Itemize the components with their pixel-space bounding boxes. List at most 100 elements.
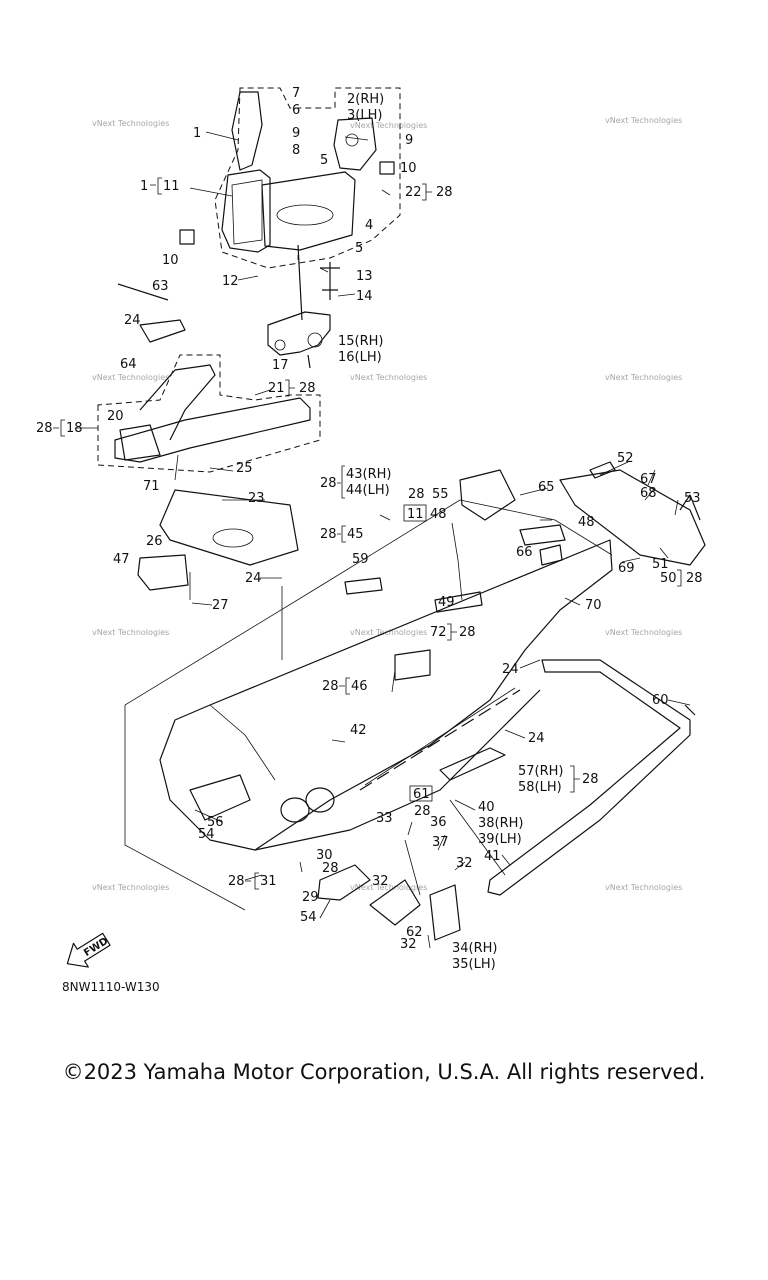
ref-label: 28 (414, 804, 431, 819)
fwd-label: FWD (82, 936, 110, 959)
callout-65: 65 (538, 480, 555, 495)
head-assembly (179, 87, 401, 321)
watermark: vNext Technologies (350, 628, 427, 637)
watermark: vNext Technologies (605, 883, 682, 892)
callout-41: 41 (484, 849, 501, 864)
callout-8: 8 (292, 143, 300, 158)
watermark: vNext Technologies (605, 628, 682, 637)
callout-36: 36 (430, 815, 447, 830)
ref-label: 28 (436, 185, 453, 200)
callout-9: 9 (405, 133, 413, 148)
callouts: 1 2(RH) 3(LH) 4 5 5 6 7 8 9 9 10 10 12 1… (107, 86, 701, 972)
callout-59: 59 (352, 552, 369, 567)
ref-label: 28 (459, 625, 476, 640)
leader-lines (75, 131, 691, 949)
callout-51: 51 (652, 557, 669, 572)
callout-55: 55 (432, 487, 449, 502)
callout-2: 2(RH) (347, 92, 384, 107)
callout-32: 32 (456, 856, 473, 871)
callout-64: 64 (120, 357, 137, 372)
bracket-callouts: 1 11 22 28 21 28 28 18 28 28 45 28 11 72… (36, 177, 703, 890)
callout-43: 43(RH) (346, 467, 392, 482)
callout-12: 12 (222, 274, 239, 289)
ref-label: 28 (322, 861, 339, 876)
callout-24: 24 (245, 571, 262, 586)
callout-52: 52 (617, 451, 634, 466)
fwd-arrow-icon: FWD (66, 932, 111, 968)
callout-10: 10 (400, 161, 417, 176)
ref-label: 28 (320, 527, 337, 542)
callout-6: 6 (292, 103, 300, 118)
callout-67: 67 (640, 472, 657, 487)
rear-section (459, 461, 706, 566)
callout-13: 13 (356, 269, 373, 284)
callout-60: 60 (652, 693, 669, 708)
copyright-notice: ©2023 Yamaha Motor Corporation, U.S.A. A… (62, 1060, 706, 1084)
callout-57: 57(RH) (518, 764, 564, 779)
callout-24: 24 (124, 313, 141, 328)
ref-label: 28 (322, 679, 339, 694)
callout-33: 33 (376, 811, 393, 826)
footrest-parts (317, 799, 506, 941)
callout-7: 7 (292, 86, 300, 101)
callout-39: 39(LH) (478, 832, 522, 847)
callout-68: 68 (640, 486, 657, 501)
callout-10: 10 (162, 253, 179, 268)
callout-32: 32 (400, 937, 417, 952)
callout-23: 23 (248, 491, 265, 506)
callout-63: 63 (152, 279, 169, 294)
figure-code: 8NW1110-W130 (62, 980, 160, 994)
callout-5: 5 (355, 241, 363, 256)
ref-label: 11 (407, 507, 424, 522)
callout-35: 35(LH) (452, 957, 496, 972)
watermark: vNext Technologies (350, 121, 427, 130)
ref-label: 72 (430, 625, 447, 640)
watermark: vNext Technologies (350, 883, 427, 892)
ref-label: 22 (405, 185, 422, 200)
watermark: vNext Technologies (92, 119, 169, 128)
callout-25: 25 (236, 461, 253, 476)
callout-48: 48 (578, 515, 595, 530)
callout-37: 37 (432, 835, 449, 850)
watermark: vNext Technologies (605, 116, 682, 125)
ref-label: 28 (299, 381, 316, 396)
watermark: vNext Technologies (350, 373, 427, 382)
callout-29: 29 (302, 890, 319, 905)
callout-40: 40 (478, 800, 495, 815)
callout-3: 3(LH) (347, 108, 382, 123)
callout-16: 16(LH) (338, 350, 382, 365)
ref-label: 61 (413, 787, 430, 802)
parts-diagram: vNext Technologies vNext Technologies vN… (36, 86, 706, 972)
callout-56: 56 (207, 815, 224, 830)
ref-label: 45 (347, 527, 364, 542)
ref-label: 50 (660, 571, 677, 586)
callout-42: 42 (350, 723, 367, 738)
callout-26: 26 (146, 534, 163, 549)
callout-49: 49 (438, 595, 455, 610)
callout-66: 66 (516, 545, 533, 560)
callout-53: 53 (684, 491, 701, 506)
ref-label: 18 (66, 421, 83, 436)
watermark: vNext Technologies (92, 883, 169, 892)
ref-label: 28 (320, 476, 337, 491)
callout-24: 24 (502, 662, 519, 677)
bumper-rail (487, 659, 696, 896)
ref-label: 28 (686, 571, 703, 586)
callout-14: 14 (356, 289, 373, 304)
watermark: vNext Technologies (605, 373, 682, 382)
callout-54: 54 (300, 910, 317, 925)
callout-47: 47 (113, 552, 130, 567)
callout-17: 17 (272, 358, 289, 373)
ref-label: 11 (163, 179, 180, 194)
callout-44: 44(LH) (346, 483, 390, 498)
callout-20: 20 (107, 409, 124, 424)
callout-5: 5 (320, 153, 328, 168)
watermark: vNext Technologies (92, 628, 169, 637)
watermarks: vNext Technologies vNext Technologies vN… (92, 116, 682, 892)
callout-4: 4 (365, 218, 373, 233)
callout-70: 70 (585, 598, 602, 613)
callout-58: 58(LH) (518, 780, 562, 795)
callout-48: 48 (430, 507, 447, 522)
callout-1: 1 (193, 126, 201, 141)
ref-label: 28 (228, 874, 245, 889)
